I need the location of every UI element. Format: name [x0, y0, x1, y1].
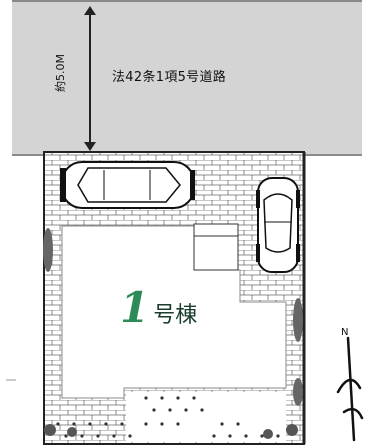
road-area	[12, 0, 362, 156]
garden-strip	[126, 392, 286, 442]
shrub-icon	[43, 228, 303, 406]
garden-dots	[56, 396, 280, 438]
road-label: 法42条1項5号道路	[112, 70, 227, 85]
shrub-icon	[44, 424, 298, 439]
dimension-arrow-top	[84, 6, 96, 15]
north-arrow-icon	[336, 336, 364, 442]
dimension-arrow-bottom	[84, 142, 96, 151]
house-label: 1 号棟	[120, 283, 197, 332]
house-number: 1	[120, 283, 150, 332]
compact-car-icon	[256, 177, 300, 273]
north-label: N	[341, 327, 349, 338]
road-width-dimension-line	[89, 8, 91, 150]
sedan-car-icon	[60, 161, 195, 209]
entry-box	[193, 223, 239, 271]
house-name: 号棟	[153, 303, 198, 328]
